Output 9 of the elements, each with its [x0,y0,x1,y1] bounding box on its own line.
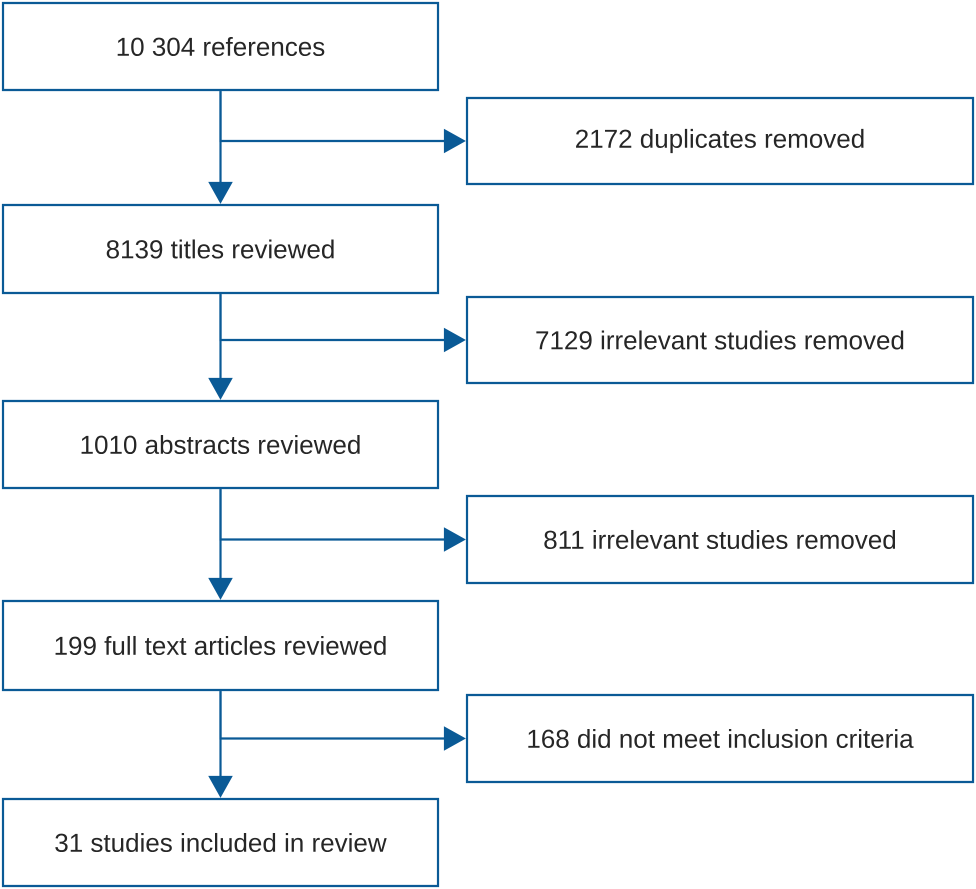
process-box: 8139 titles reviewed [2,204,440,294]
process-box: 199 full text articles reviewed [2,600,440,692]
process-box: 1010 abstracts reviewed [2,400,440,490]
process-box: 811 irrelevant studies removed [466,494,974,584]
process-box: 7129 irrelevant studies removed [466,296,974,384]
process-box: 31 studies included in review [2,798,440,888]
process-box: 168 did not meet inclusion criteria [466,694,974,784]
process-box: 10 304 references [2,2,440,92]
process-box: 2172 duplicates removed [466,96,974,186]
